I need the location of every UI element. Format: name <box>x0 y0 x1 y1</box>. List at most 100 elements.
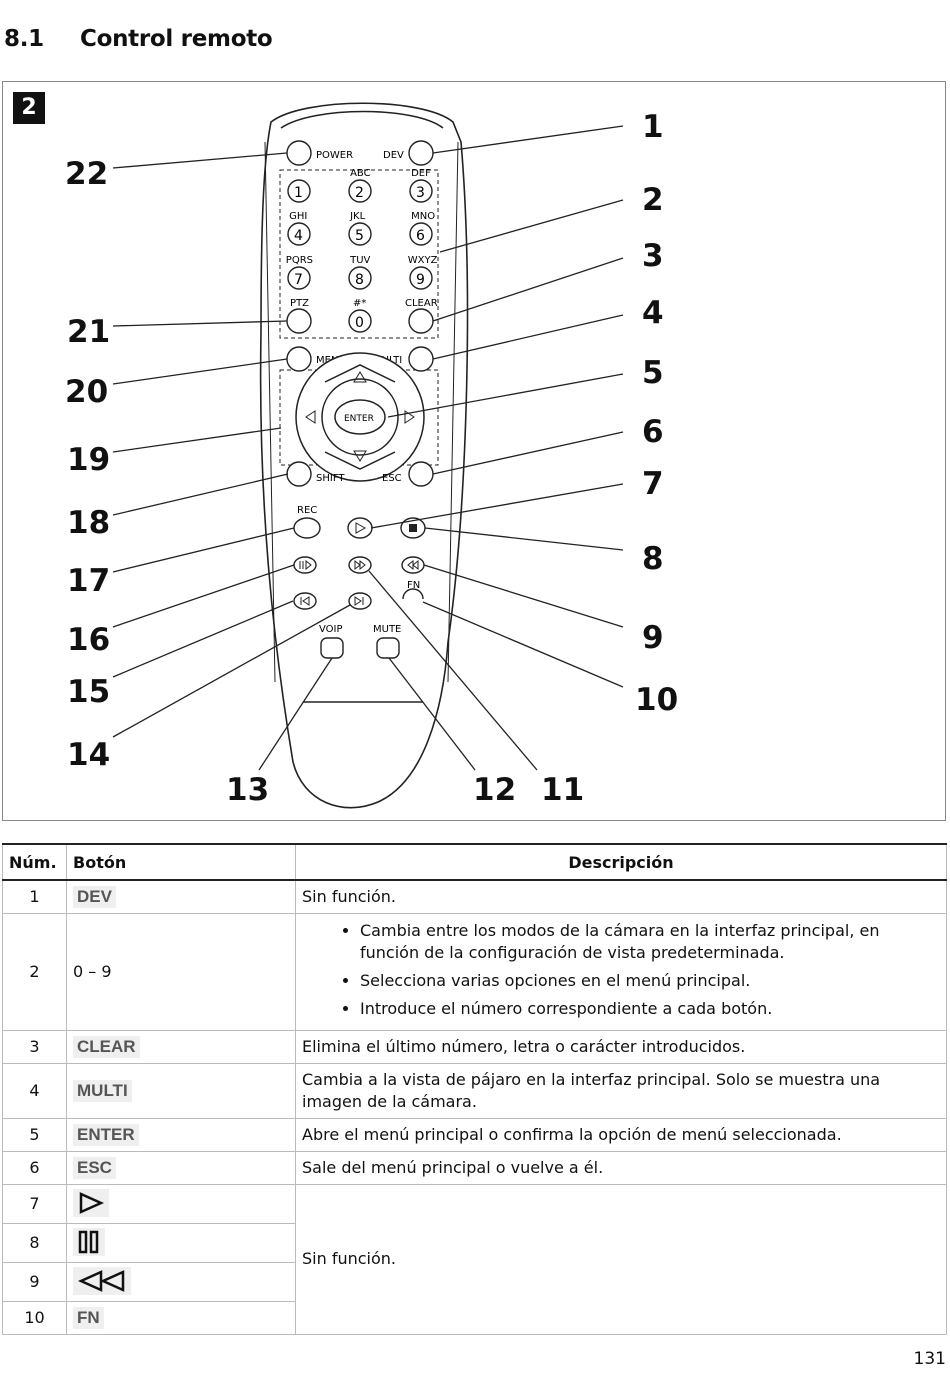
button-key: ENTER <box>73 1123 139 1146</box>
callout-14: 14 <box>67 737 110 773</box>
digit-label: 7 <box>294 272 303 288</box>
fn-label: FN <box>407 580 420 591</box>
row-num: 7 <box>2 1183 67 1224</box>
button-key: DEV <box>73 885 116 908</box>
callout-9: 9 <box>642 620 664 656</box>
table-row: 9 <box>2 1261 947 1302</box>
button-key: MULTI <box>73 1079 132 1102</box>
next-button <box>348 592 372 610</box>
header-num: Núm. <box>2 843 67 881</box>
table-row: 10 FN <box>2 1300 947 1335</box>
play-icon <box>355 522 367 534</box>
page-number: 131 <box>913 1349 946 1369</box>
callout-21: 21 <box>67 314 110 350</box>
enter-label: ENTER <box>344 414 374 424</box>
ptz-button <box>286 308 312 334</box>
callout-20: 20 <box>65 374 108 410</box>
figure-badge: 2 <box>13 92 45 124</box>
table-row: 4 MULTI Cambia a la vista de pájaro en l… <box>2 1062 947 1119</box>
callout-17: 17 <box>67 563 110 599</box>
previous-icon <box>300 596 310 606</box>
callout-16: 16 <box>67 622 110 658</box>
digit-letters: JKL <box>349 211 366 222</box>
shift-button <box>286 461 312 487</box>
digit-button <box>348 222 372 246</box>
button-key: FN <box>73 1306 104 1329</box>
voip-button <box>320 637 344 659</box>
table-row: 2 0 – 9 Cambia entre los modos de la cám… <box>2 912 947 1031</box>
previous-button <box>293 592 317 610</box>
shift-label: SHIFT <box>316 473 345 484</box>
header-description: Descripción <box>295 843 947 881</box>
digit-button <box>348 179 372 203</box>
callout-18: 18 <box>67 505 110 541</box>
digit-button <box>348 266 372 290</box>
clear-label: CLEAR <box>405 298 438 309</box>
rec-label: REC <box>297 505 317 516</box>
menu-button <box>286 346 312 372</box>
row-description: Abre el menú principal o confirma la opc… <box>295 1117 947 1152</box>
callout-8: 8 <box>642 541 664 577</box>
row-description: Sale del menú principal o vuelve a él. <box>295 1150 947 1185</box>
dev-button <box>408 140 434 166</box>
leader-lines <box>112 125 624 771</box>
callout-22: 22 <box>65 156 108 192</box>
bullet-item: Introduce el número correspondiente a ca… <box>360 998 940 1020</box>
button-key: ESC <box>73 1156 116 1179</box>
table-row: 3 CLEAR Elimina el último número, letra … <box>2 1029 947 1064</box>
play-icon <box>73 1188 109 1217</box>
callout-4: 4 <box>642 295 664 331</box>
digit-button <box>287 266 311 290</box>
table-header-row: Núm. Botón Descripción <box>2 843 947 881</box>
row-description: Elimina el último número, letra o caráct… <box>295 1029 947 1064</box>
digit-label: 9 <box>416 272 425 288</box>
table-row: 1 DEV Sin función. <box>2 879 947 914</box>
callout-10: 10 <box>635 682 678 718</box>
hash-label: #* <box>353 298 366 309</box>
rewind-icon <box>73 1266 131 1295</box>
callout-12: 12 <box>473 772 516 808</box>
digit-button <box>287 222 311 246</box>
section-title: Control remoto <box>80 26 273 52</box>
zero-label: 0 <box>355 315 364 331</box>
digit-label: 3 <box>416 185 425 201</box>
row-description: Cambia entre los modos de la cámara en l… <box>295 912 947 1031</box>
button-key: CLEAR <box>73 1035 140 1058</box>
play-button <box>347 517 373 539</box>
digit-letters: MNO <box>411 211 435 222</box>
button-range: 0 – 9 <box>66 912 296 1031</box>
fn-button <box>402 588 424 600</box>
row-num: 4 <box>2 1062 67 1119</box>
rec-button <box>293 517 321 539</box>
table-row: 5 ENTER Abre el menú principal o confirm… <box>2 1117 947 1152</box>
table-row: 8 <box>2 1222 947 1263</box>
callout-1: 1 <box>642 109 664 145</box>
callout-13: 13 <box>226 772 269 808</box>
row-num: 9 <box>2 1261 67 1302</box>
digit-button <box>287 179 311 203</box>
callout-3: 3 <box>642 238 664 274</box>
dev-label: DEV <box>383 150 404 161</box>
remote-body <box>259 102 469 809</box>
digit-label: 4 <box>294 228 303 244</box>
digit-label: 6 <box>416 228 425 244</box>
table-row: 6 ESC Sale del menú principal o vuelve a… <box>2 1150 947 1185</box>
digit-label: 1 <box>294 185 303 201</box>
section-number: 8.1 <box>4 26 44 52</box>
bullet-item: Cambia entre los modos de la cámara en l… <box>360 920 940 964</box>
callout-6: 6 <box>642 414 664 450</box>
digit-button <box>409 179 433 203</box>
esc-button <box>408 461 434 487</box>
button-description-table: Núm. Botón Descripción 1 DEV Sin función… <box>2 843 947 1335</box>
row-num: 3 <box>2 1029 67 1064</box>
stop-icon <box>409 524 417 532</box>
pause-small-icon <box>299 559 312 571</box>
pause-icon <box>73 1227 105 1256</box>
digit-letters: GHI <box>289 211 307 222</box>
digit-label: 8 <box>355 272 364 288</box>
row-description: Sin función. <box>295 879 947 914</box>
esc-label: ESC <box>382 473 402 484</box>
